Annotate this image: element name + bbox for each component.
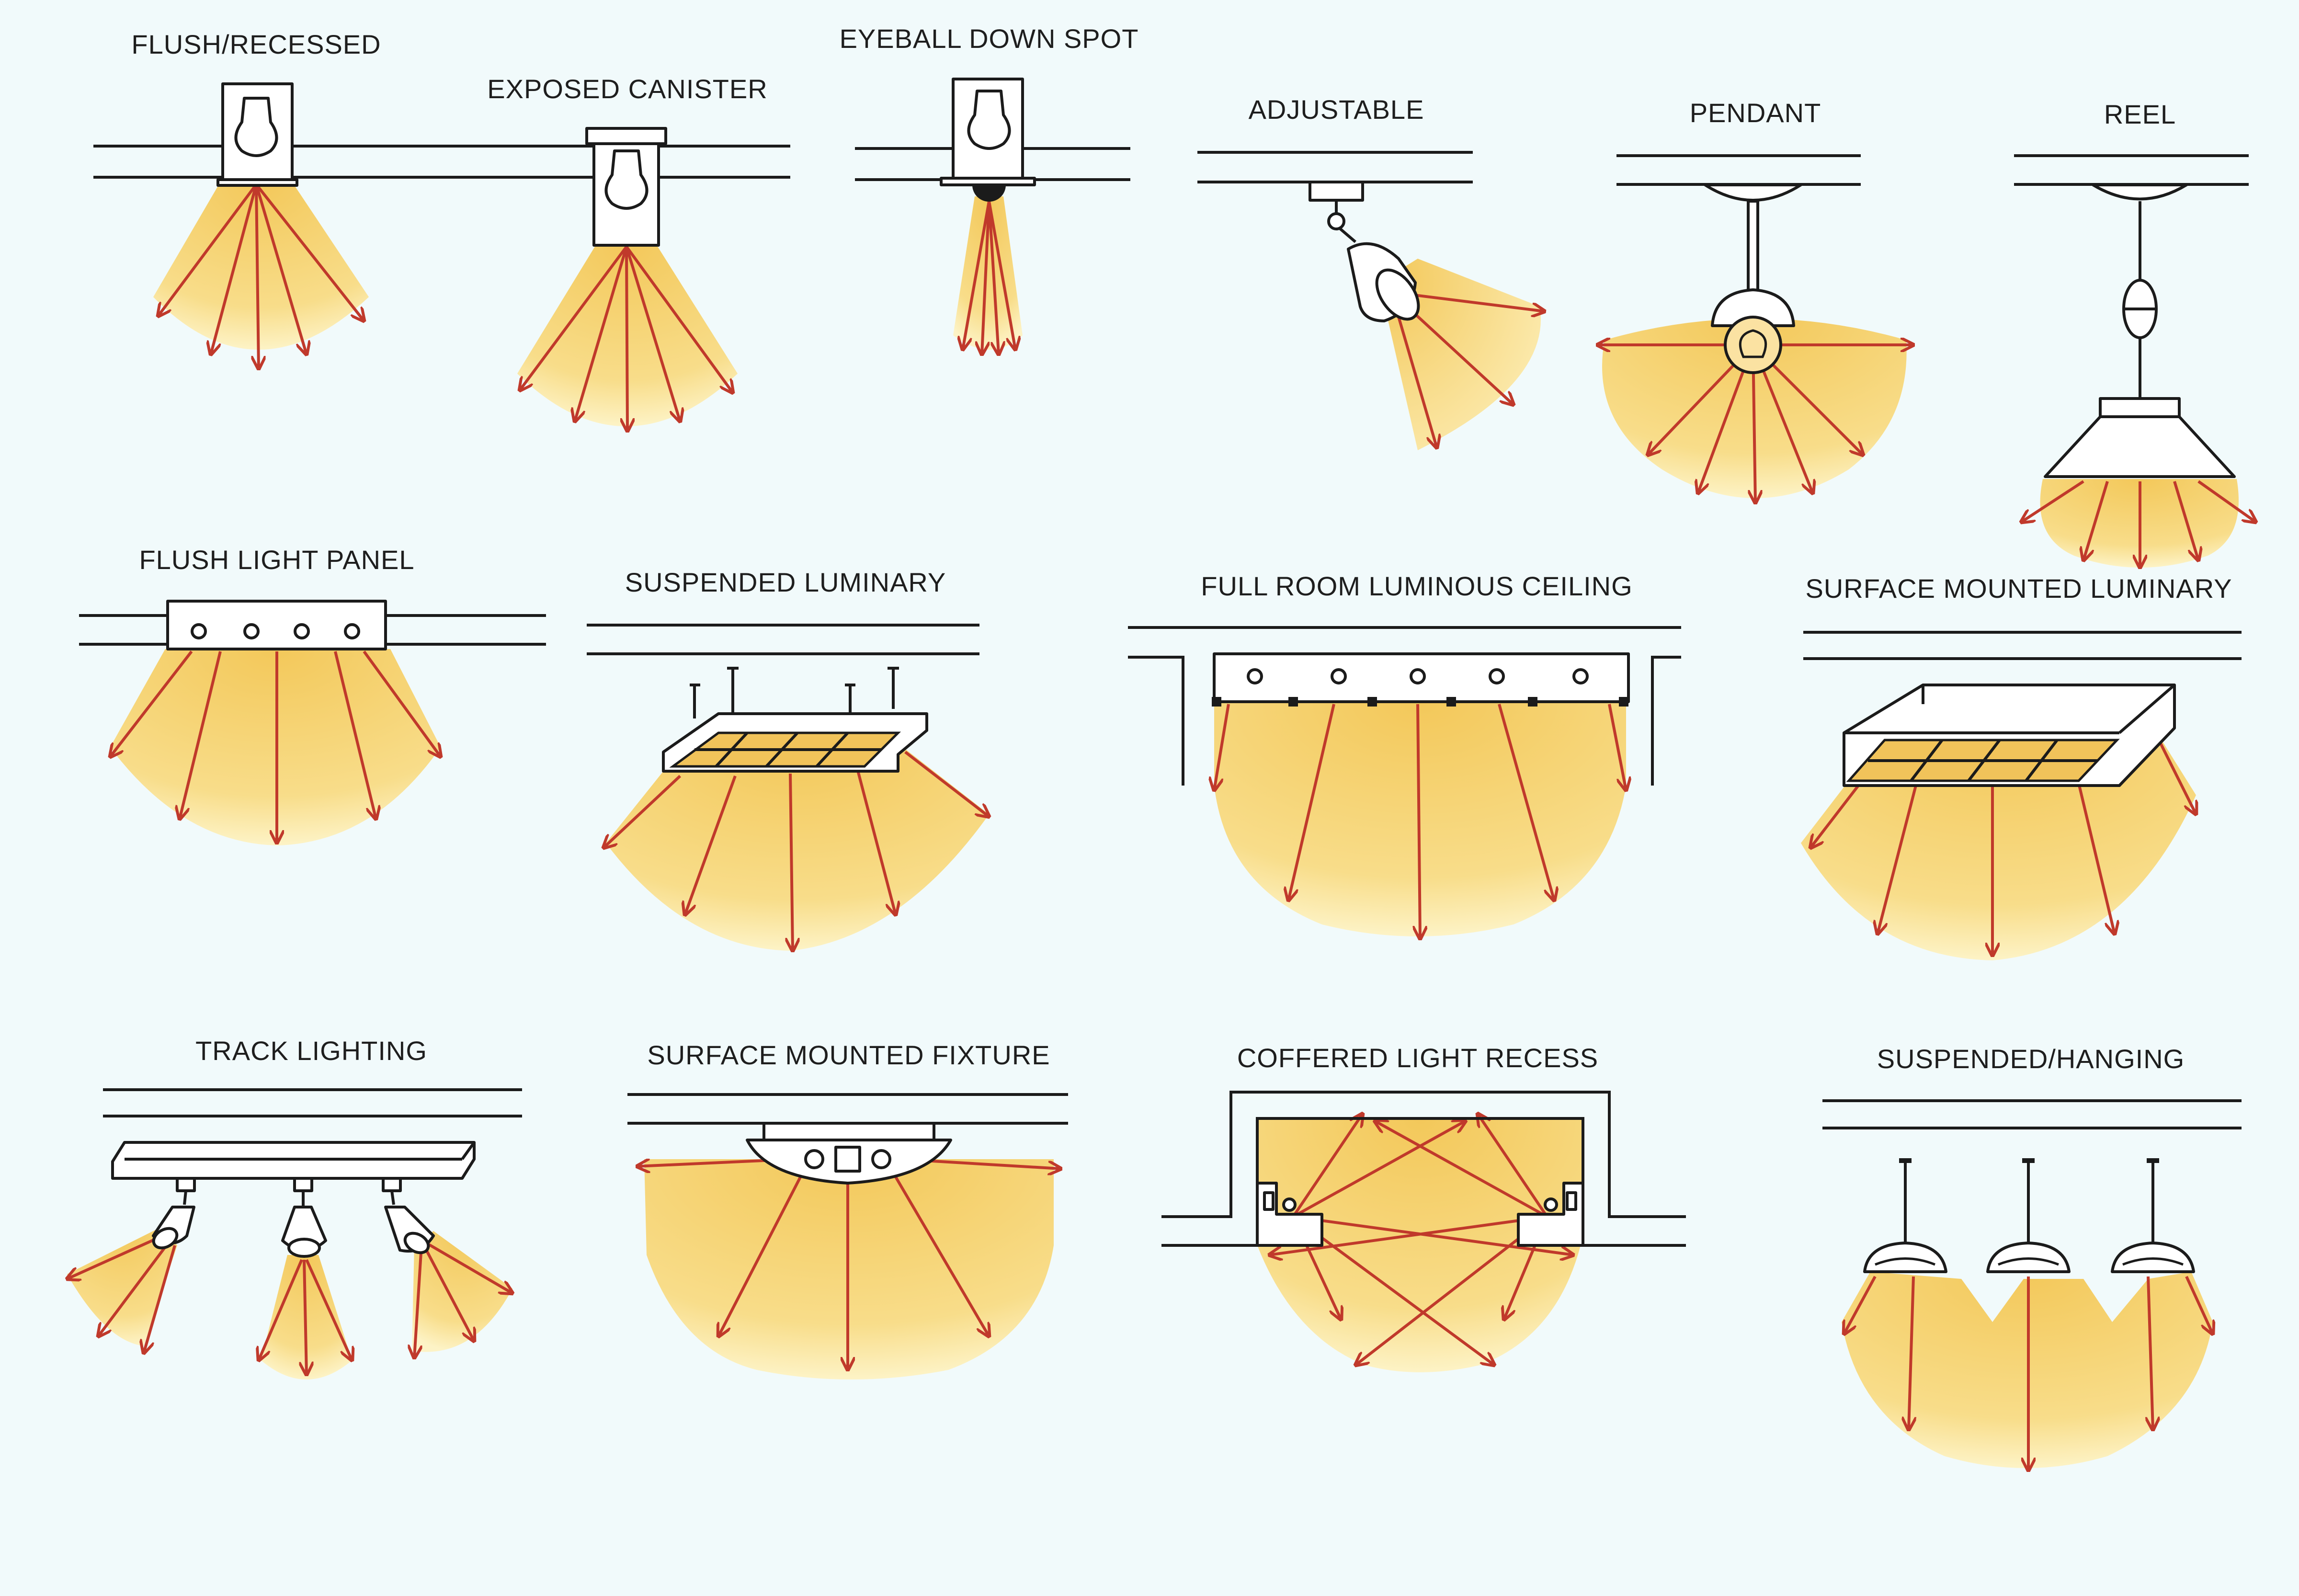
fixture-exposed-canister: EXPOSED CANISTER (487, 74, 767, 431)
canopy (2092, 183, 2188, 201)
coffer-outline (1161, 1091, 1686, 1247)
label-reel: REEL (2104, 99, 2176, 129)
fixture-surface-mounted-fixture: SURFACE MOUNTED FIXTURE (627, 1040, 1068, 1379)
label-suspended-hanging: SUSPENDED/HANGING (1877, 1044, 2185, 1074)
fixture-adjustable: ADJUSTABLE (1197, 94, 1545, 450)
light-beam (1801, 738, 2196, 960)
mount-plate (1309, 181, 1364, 202)
light-rays (2021, 480, 2256, 568)
ceiling-lines (1822, 1099, 2242, 1129)
light-rays (110, 650, 441, 843)
ceiling-lines (93, 145, 790, 179)
light-beam (606, 747, 989, 951)
bulb-icon (967, 90, 1011, 150)
fixture-track-lighting: TRACK LIGHTING (67, 1036, 522, 1379)
bulb-icon (1739, 329, 1767, 358)
room-walls (1128, 626, 1681, 786)
fixture-suspended-hanging: SUSPENDED/HANGING (1822, 1044, 2242, 1471)
mount-plate (763, 1122, 935, 1141)
eyeball-icon (972, 185, 1006, 202)
label-adjustable: ADJUSTABLE (1249, 94, 1424, 125)
fixture-suspended-luminary: SUSPENDED LUMINARY (587, 567, 989, 951)
fixture-reel: REEL (2014, 99, 2256, 568)
lamp-face (1375, 268, 1420, 321)
suspension-rods (690, 667, 899, 718)
light-rays (67, 1234, 512, 1375)
label-eyeball-down-spot: EYEBALL DOWN SPOT (840, 23, 1139, 54)
pendant-stem (1747, 200, 1759, 294)
ceiling-lines (587, 624, 979, 655)
pendant-lamps (1863, 1158, 2195, 1273)
label-surface-mounted-luminary: SURFACE MOUNTED LUMINARY (1805, 573, 2232, 604)
label-coffered-light-recess: COFFERED LIGHT RECESS (1237, 1043, 1598, 1073)
ceiling-lines (103, 1088, 522, 1117)
lamp-socket (834, 1146, 861, 1173)
label-pendant: PENDANT (1690, 98, 1821, 128)
fixture-surface-mounted-luminary: SURFACE MOUNTED LUMINARY (1801, 573, 2242, 960)
trim (940, 177, 1036, 186)
label-flush-light-panel: FLUSH LIGHT PANEL (139, 545, 414, 575)
light-rays (1844, 1276, 2213, 1471)
label-exposed-canister: EXPOSED CANISTER (487, 74, 767, 104)
label-suspended-luminary: SUSPENDED LUMINARY (625, 567, 946, 597)
fixture-flush-light-panel: FLUSH LIGHT PANEL (79, 545, 546, 845)
canister-mount (585, 127, 667, 145)
panel-clips (1212, 697, 1628, 707)
light-rays (603, 751, 989, 951)
label-full-room-luminous-ceiling: FULL ROOM LUMINOUS CEILING (1201, 571, 1632, 601)
label-track-lighting: TRACK LIGHTING (195, 1036, 427, 1066)
fixture-eyeball-down-spot: EYEBALL DOWN SPOT (840, 23, 1139, 354)
globe-icon (1724, 316, 1782, 374)
light-beam (153, 182, 369, 350)
track-heads (152, 1177, 435, 1258)
light-rays (1214, 704, 1626, 939)
fixture-coffered-light-recess: COFFERED LIGHT RECESS (1161, 1043, 1686, 1372)
label-surface-mounted-fixture: SURFACE MOUNTED FIXTURE (647, 1040, 1050, 1070)
pendant-shade (1711, 288, 1795, 327)
light-rays (158, 183, 364, 369)
light-rays (963, 201, 1015, 354)
light-rays (1810, 741, 2196, 956)
fixture-pendant: PENDANT (1597, 98, 1913, 503)
light-rays (520, 246, 733, 431)
light-beam (67, 1226, 512, 1379)
fixture-full-room-luminous-ceiling: FULL ROOM LUMINOUS CEILING (1128, 571, 1681, 939)
label-flush-recessed: FLUSH/RECESSED (131, 29, 381, 59)
light-rays (1269, 1114, 1573, 1365)
ceiling-lines (1803, 631, 2242, 660)
trim (216, 178, 298, 187)
swivel-joint (1327, 212, 1345, 230)
light-rays (637, 1158, 1061, 1370)
bulb-icon (604, 149, 649, 210)
fixture-flush-recessed: FLUSH/RECESSED (93, 29, 790, 369)
bulb-icon (234, 97, 278, 157)
